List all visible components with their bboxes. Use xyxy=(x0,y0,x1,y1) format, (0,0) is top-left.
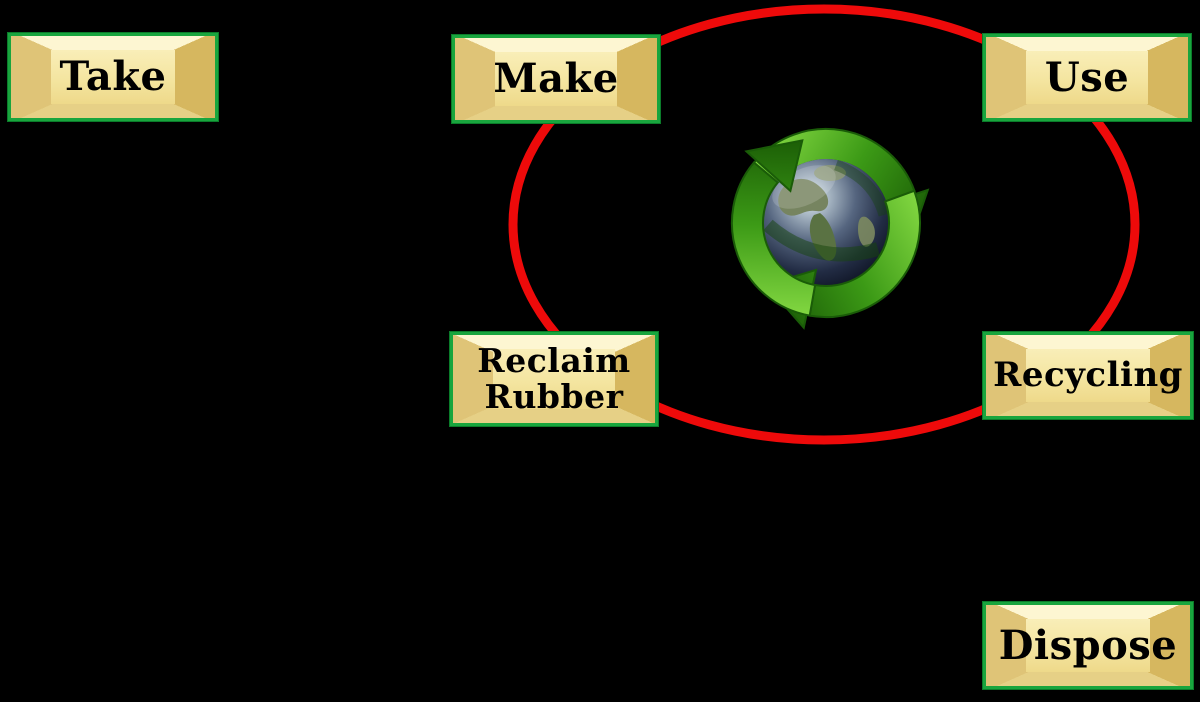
node-reclaim-rubber: Reclaim Rubber xyxy=(449,331,659,427)
node-take-label: Take xyxy=(59,53,167,100)
node-recycling-label: Recycling xyxy=(993,354,1183,395)
cycle-ellipse xyxy=(508,4,1140,445)
node-take: Take xyxy=(7,32,219,122)
node-recycling: Recycling xyxy=(982,331,1194,420)
node-dispose-label: Dispose xyxy=(998,621,1178,669)
node-use-label: Use xyxy=(1044,53,1130,101)
node-make-label: Make xyxy=(493,55,619,102)
node-make: Make xyxy=(451,34,661,124)
node-reclaim-rubber-label: Reclaim Rubber xyxy=(477,340,631,416)
recycling-globe-icon xyxy=(692,123,945,360)
node-use: Use xyxy=(982,33,1192,122)
node-dispose: Dispose xyxy=(982,601,1194,690)
